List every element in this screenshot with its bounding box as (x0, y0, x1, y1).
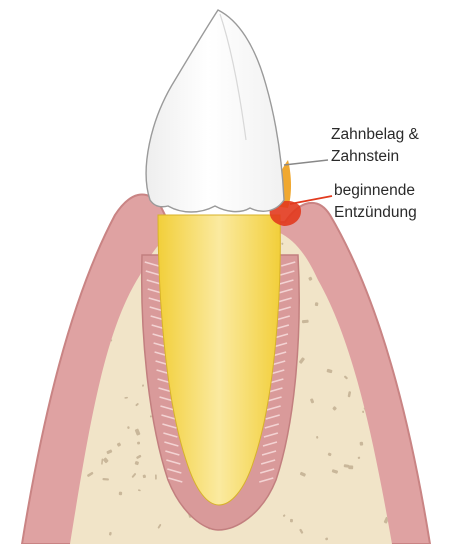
bone-speck (360, 442, 364, 446)
bone-speck (86, 253, 91, 258)
inflammation-label-line2: Entzündung (334, 202, 417, 223)
bone-speck (380, 267, 384, 270)
bone-speck (155, 474, 157, 479)
inflammation-label-line1: beginnende (334, 180, 415, 201)
plaque-label-line1: Zahnbelag & (331, 124, 419, 145)
tooth-crown (146, 10, 284, 212)
plaque-label-line2: Zahnstein (331, 146, 399, 167)
bone-speck (290, 519, 293, 523)
bone-speck (390, 238, 393, 241)
bone-speck (392, 319, 396, 323)
bone-speck (88, 261, 91, 264)
bone-speck (60, 277, 65, 282)
bone-speck (137, 442, 140, 445)
bone-speck (57, 331, 61, 335)
bone-speck (119, 492, 123, 496)
bone-speck (370, 290, 373, 294)
bone-speck (102, 478, 109, 481)
plaque-leader-line (284, 160, 328, 165)
bone-speck (397, 244, 399, 246)
